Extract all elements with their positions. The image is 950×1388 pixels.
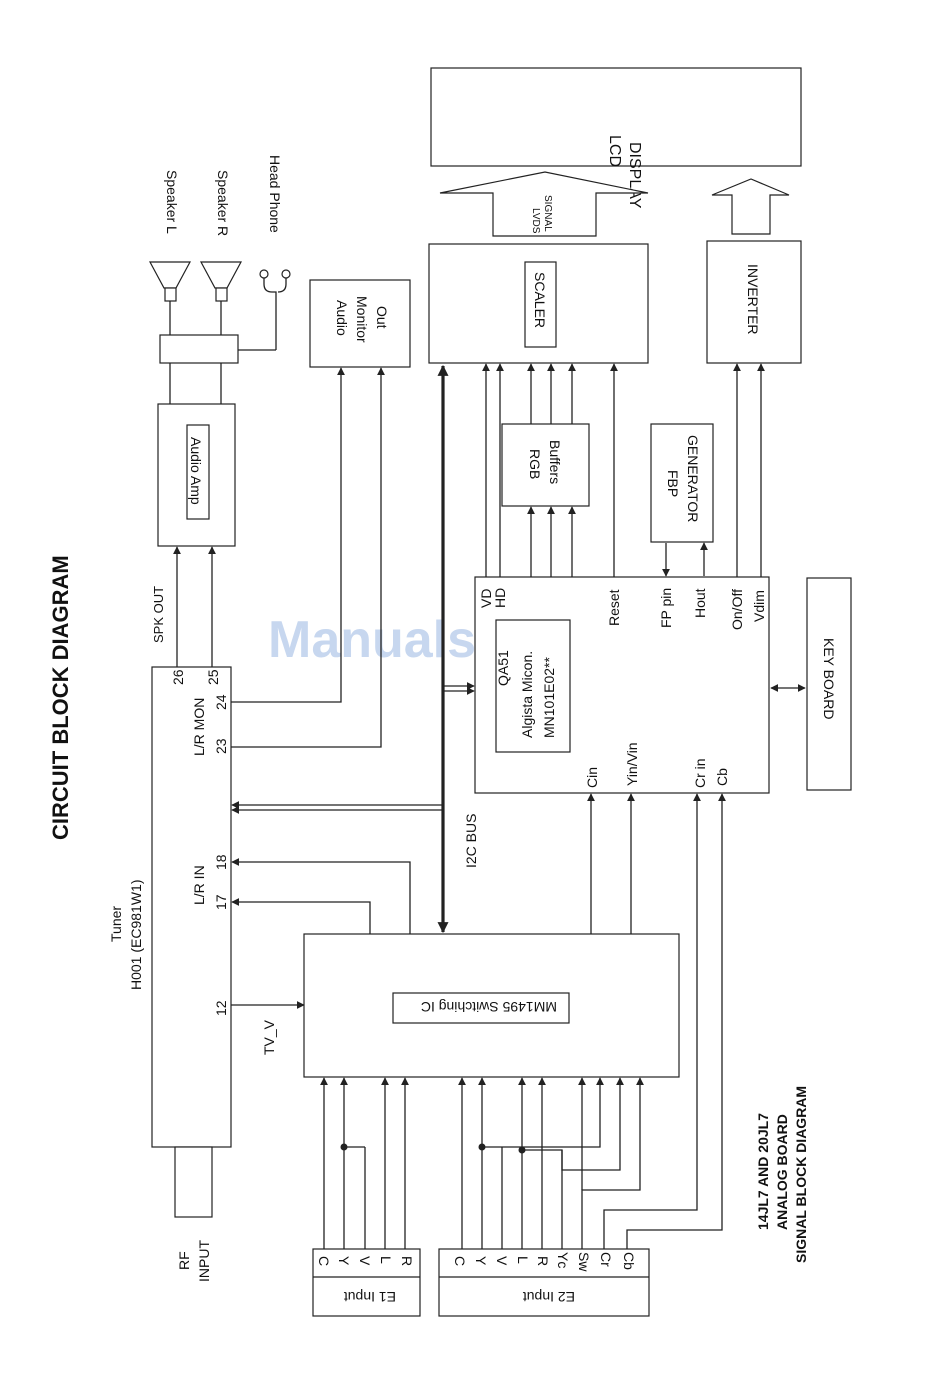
audio-amp-inner-box [186,424,210,520]
lcd-display-block [430,67,802,167]
pin-12: 12 [213,1000,229,1016]
pin-yin-vin: Yin/Vin [624,742,640,786]
audio-monitor-out-block [309,279,411,368]
e1-pin-l: L [378,1256,394,1264]
pin-26: 26 [170,669,186,685]
e1-pin-c: C [316,1256,332,1266]
e2-pin-l: L [515,1256,531,1264]
scaler-label: SCALER [532,272,548,328]
audio-monitor-line3: Out [374,306,390,329]
headphone-icon [259,269,291,300]
lcd-label: LCD [606,135,623,167]
e1-title: E1 Input [344,1289,396,1305]
speaker-r-label: Speaker R [215,170,231,236]
keyboard-block [806,577,852,791]
tv-v-label: TV_V [261,1019,277,1055]
fbp-generator-block [650,423,714,543]
micon-qa51-label: QA51 [495,650,511,686]
speaker-l-base-icon [164,287,177,302]
rgb-label: RGB [527,449,543,479]
caption-line2: ANALOG BOARD [774,1114,790,1230]
inverter-label: INVERTER [745,264,761,335]
pin-24: 24 [213,694,229,710]
pin-cr-in: Cr in [692,758,708,788]
speaker-l-label: Speaker L [164,170,180,234]
e2-pin-yc: Yc [555,1252,571,1268]
switching-ic-label: MM1495 Switching IC [421,999,557,1015]
pin-hd: HD [492,588,508,608]
audio-monitor-line2: Monitor [354,296,370,343]
e1-pin-r: R [399,1256,415,1266]
lr-in-label: L/R IN [191,865,207,905]
speaker-r-base-icon [215,287,228,302]
pin-fp: FP pin [658,588,674,628]
pin-hout: Hout [692,588,708,618]
lvds-label-2: SIGNAL [542,195,553,232]
pin-reset: Reset [606,589,622,626]
pin-18: 18 [213,854,229,870]
e1-pin-v: V [357,1256,373,1266]
pin-25: 25 [205,669,221,685]
e2-pin-r: R [535,1256,551,1266]
micon-chip-box [495,619,571,753]
e2-pin-c: C [452,1256,468,1266]
e2-pin-y: Y [473,1256,489,1266]
e2-pin-cb: Cb [621,1252,637,1270]
e2-pin-v: V [494,1256,510,1266]
generator-label: GENERATOR [685,435,701,522]
caption-line3: SIGNAL BLOCK DIAGRAM [793,1086,809,1263]
headphone-label: Head Phone [267,155,283,233]
e2-pin-cr: Cr [598,1252,614,1267]
lr-mon-label: L/R MON [191,698,207,756]
input-label: INPUT [196,1240,212,1282]
lvds-label: LVDS [530,208,541,234]
pin-vd: VD [478,589,494,608]
micon-name-label: Algista Micon. [519,651,535,738]
micon-part-label: MN101E02** [541,657,557,738]
rf-input-connector [174,1146,213,1218]
pin-23: 23 [213,738,229,754]
page-title: CIRCUIT BLOCK DIAGRAM [48,555,73,840]
caption-line1: 14JL7 AND 20JL7 [755,1113,771,1230]
fbp-label: FBP [665,470,681,497]
i2c-bus-label: I2C BUS [463,814,479,868]
keyboard-label: KEY BOARD [821,638,837,719]
tuner-model-label: H001 (EC981W1) [128,880,144,991]
pin-17: 17 [213,894,229,910]
e2-input-block [438,1248,650,1317]
lvds-arrow [439,171,649,237]
speaker-r-icon [199,261,243,289]
audio-monitor-line1: Audio [334,300,350,336]
tuner-label: Tuner [108,906,124,942]
inverter-block [706,240,802,364]
e1-pin-y: Y [336,1256,352,1266]
pin-cin: Cin [584,767,600,788]
lcd-label-2: DISPLAY [626,142,643,209]
buffers-label: Buffers [547,440,563,484]
pin-cb: Cb [714,768,730,786]
e2-title: E2 Input [523,1289,575,1305]
pin-vdim: Vdim [751,590,767,622]
rf-label: RF [176,1251,192,1270]
audio-amp-label: Audio Amp [188,437,204,505]
scaler-inner-box [524,261,557,348]
rgb-buffers-block [501,423,590,507]
spk-out-label: SPK OUT [151,586,166,643]
speaker-junction-box [159,334,239,364]
tuner-block [151,666,232,1148]
pin-on-off: On/Off [729,589,745,630]
switching-ic-inner-box [392,992,570,1024]
e2-pin-sw: Sw [576,1252,592,1272]
e1-input-block [312,1248,421,1317]
inverter-arrow [711,178,790,235]
speaker-l-icon [148,261,192,289]
